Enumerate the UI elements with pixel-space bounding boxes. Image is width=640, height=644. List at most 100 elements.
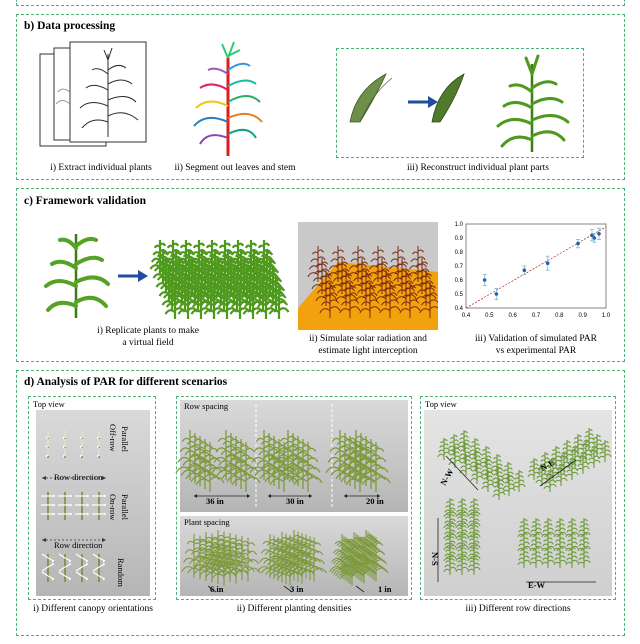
random-label: Random: [116, 558, 126, 587]
maize-plant: [361, 442, 391, 492]
plant-spacing-label: Plant spacing: [184, 517, 230, 527]
maize-plant: [543, 470, 557, 492]
plant-spacing-6: 6 in: [210, 584, 224, 594]
leaf-reconstruction-illustration: [349, 73, 465, 123]
panel-a-edge: [16, 0, 625, 6]
maize-plant: [190, 439, 220, 489]
y-tick-label: 0.7: [455, 264, 464, 270]
maize-plant: [459, 454, 473, 476]
maize-plant: [359, 282, 381, 318]
x-tick-label: 0.9: [578, 313, 587, 319]
maize-plant: [529, 518, 543, 540]
maize-plant: [419, 282, 438, 318]
maize-plant: [529, 546, 543, 568]
maize-plant: [541, 546, 555, 568]
row-direction-subpanel: [420, 396, 616, 600]
caption-segment-leaves: ii) Segment out leaves and stem: [174, 163, 296, 173]
caption-replicate-1: i) Replicate plants to make: [97, 326, 199, 336]
maize-plant: [346, 433, 376, 483]
solar-simulation-image: [298, 222, 438, 330]
maize-plant: [565, 518, 579, 540]
panel-c-title: c) Framework validation: [24, 195, 147, 207]
maize-plant: [467, 542, 481, 564]
maize-plant: [395, 270, 417, 306]
caption-simulate-1: ii) Simulate solar radiation and: [309, 334, 427, 344]
maize-plant: [242, 285, 264, 319]
maize-plant: [268, 285, 290, 319]
row-direction-label-2: Row direction: [54, 540, 103, 550]
x-tick-label: 0.7: [532, 313, 541, 319]
maize-plant: [319, 282, 341, 318]
maize-plant: [203, 285, 225, 319]
planting-density-subpanel: [176, 396, 412, 600]
maize-plant: [443, 553, 457, 575]
data-point: [590, 233, 594, 237]
maize-plant: [468, 438, 482, 460]
top-view-label: Top view: [33, 399, 65, 409]
maize-plant: [391, 258, 413, 294]
maize-plant: [501, 462, 515, 484]
maize-plant: [311, 258, 333, 294]
maize-plant: [301, 537, 327, 582]
maize-plant: [229, 285, 251, 319]
stacked-pages-illustration: [39, 41, 147, 147]
maize-plant: [335, 270, 357, 306]
x-tick-label: 1.0: [602, 313, 611, 319]
maize-plant: [379, 282, 401, 318]
maize-plant: [479, 446, 493, 468]
caption-reconstruct-parts: iii) Reconstruct individual plant parts: [407, 163, 549, 173]
canopy-orientation-photo: [36, 410, 150, 596]
chart-frame: [465, 223, 607, 309]
panel-d-title: d) Analysis of PAR for different scenari…: [24, 376, 228, 388]
x-tick-label: 0.6: [508, 313, 517, 319]
maize-plant: [577, 546, 591, 568]
single-plant-illustration: [44, 234, 110, 318]
maize-plant: [327, 246, 349, 282]
x-tick-label: 0.8: [555, 313, 564, 319]
panel-b-title: b) Data processing: [24, 20, 116, 32]
maize-plant: [415, 270, 437, 306]
x-tick-label: 0.5: [485, 313, 494, 319]
maize-plant: [371, 258, 393, 294]
reconstructed-plant-illustration: [496, 54, 570, 152]
x-tick-label: 0.4: [462, 313, 471, 319]
maize-plant: [175, 430, 205, 480]
y-tick-label: 0.4: [455, 306, 464, 312]
direction-ew: E-W: [528, 580, 545, 590]
plant-spacing-1: 1 in: [378, 584, 392, 594]
row-direction-photo: [424, 410, 612, 596]
direction-ns: N-S: [430, 552, 440, 566]
maize-plant: [443, 509, 457, 531]
maize-plant: [437, 438, 451, 460]
row-direction-label-1: Row direction: [54, 472, 103, 482]
maize-plant: [553, 518, 567, 540]
caption-row-directions: iii) Different row directions: [465, 604, 571, 614]
data-point: [494, 292, 499, 296]
y-tick-label: 0.8: [455, 250, 464, 256]
maize-plant: [535, 464, 549, 486]
maize-plant: [517, 546, 531, 568]
maize-plant: [259, 436, 289, 486]
offrow-label: Off-row: [108, 424, 118, 452]
maize-plant: [527, 458, 541, 480]
maize-plant: [490, 454, 504, 476]
y-tick-label: 0.6: [455, 278, 464, 284]
maize-plant: [582, 428, 596, 450]
maize-plant: [565, 546, 579, 568]
data-point: [482, 278, 487, 282]
caption-replicate-2: a virtual field: [122, 338, 174, 348]
y-tick-label: 0.9: [455, 236, 464, 242]
maize-plant: [553, 532, 567, 554]
data-point: [597, 232, 601, 236]
reconstruct-subpanel: [336, 48, 584, 158]
maize-plant: [541, 532, 555, 554]
maize-plant: [443, 498, 457, 520]
parallel-label-2: Parallel: [120, 494, 130, 520]
maize-plant: [339, 282, 361, 318]
maize-plant: [223, 534, 249, 579]
caption-validation-1: iii) Validation of simulated PAR: [475, 334, 597, 344]
top-view-label-iii: Top view: [425, 399, 457, 409]
maize-plant: [231, 442, 261, 492]
caption-extract-plants: i) Extract individual plants: [50, 163, 152, 173]
parallel-label-1: Parallel: [120, 426, 130, 452]
